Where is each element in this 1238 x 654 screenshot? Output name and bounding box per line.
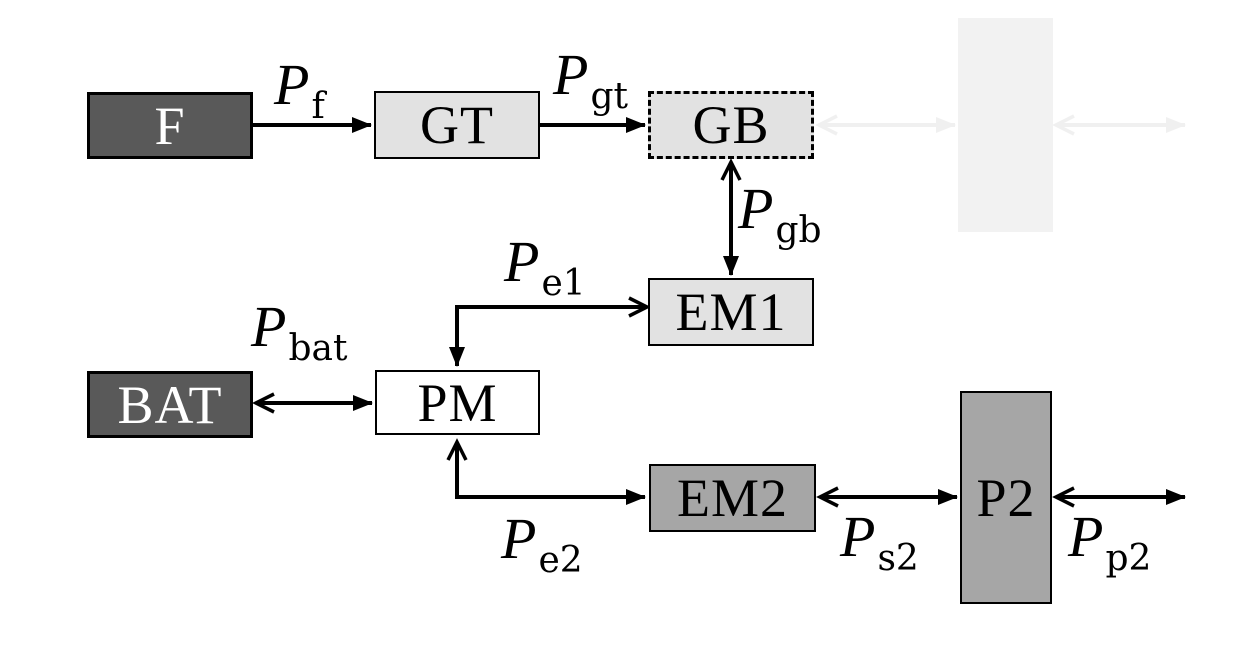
- edge-label-pe2: Pe2: [501, 510, 583, 579]
- node-em2-label: EM2: [677, 468, 788, 528]
- node-propeller2: P2: [960, 391, 1052, 604]
- edge-label-pe2-subscript: e2: [538, 540, 583, 581]
- node-fuel: F: [87, 92, 253, 159]
- arrow-pm-em1: [449, 296, 651, 367]
- edge-label-pgt: Pgt: [553, 46, 628, 115]
- edge-label-ps2-symbol: P: [840, 504, 876, 569]
- node-battery: BAT: [87, 371, 253, 438]
- edge-label-pf-symbol: P: [274, 52, 310, 117]
- arrow-pm-em2: [446, 438, 646, 505]
- edge-label-pbat: Pbat: [251, 298, 347, 367]
- node-power-management-label: PM: [417, 372, 498, 433]
- node-power-management: PM: [375, 370, 540, 435]
- edge-label-pgb-symbol: P: [738, 176, 774, 241]
- ghost-block: [958, 18, 1053, 232]
- edge-label-pgb-subscript: gb: [775, 210, 822, 251]
- edge-label-pbat-subscript: bat: [288, 328, 348, 369]
- edge-label-ps2-subscript: s2: [877, 538, 919, 579]
- edge-label-pgb: Pgb: [738, 180, 822, 249]
- node-gas-turbine: GT: [374, 91, 540, 159]
- edge-label-pp2: Pp2: [1068, 508, 1151, 577]
- node-gearbox: GB: [648, 91, 814, 159]
- edge-label-pe1: Pe1: [504, 233, 586, 302]
- edge-label-ps2: Ps2: [840, 508, 919, 577]
- edge-label-pe1-subscript: e1: [541, 263, 586, 304]
- node-gearbox-label: GB: [692, 95, 770, 155]
- edge-label-pgt-symbol: P: [553, 42, 589, 107]
- node-fuel-label: F: [154, 95, 186, 156]
- node-battery-label: BAT: [117, 374, 223, 435]
- edge-label-pe1-symbol: P: [504, 229, 540, 294]
- edge-label-pgt-subscript: gt: [590, 76, 628, 117]
- edge-label-pp2-subscript: p2: [1105, 538, 1152, 579]
- edge-label-pe2-symbol: P: [501, 506, 537, 571]
- node-em2: EM2: [649, 464, 816, 532]
- node-propeller2-label: P2: [976, 467, 1036, 528]
- edge-label-pp2-symbol: P: [1068, 504, 1104, 569]
- node-gas-turbine-label: GT: [420, 95, 494, 155]
- edge-label-pf: Pf: [274, 56, 325, 125]
- edge-label-pbat-symbol: P: [251, 294, 287, 359]
- edge-label-pf-subscript: f: [311, 86, 325, 127]
- node-em1: EM1: [648, 278, 814, 346]
- node-em1-label: EM1: [675, 282, 787, 342]
